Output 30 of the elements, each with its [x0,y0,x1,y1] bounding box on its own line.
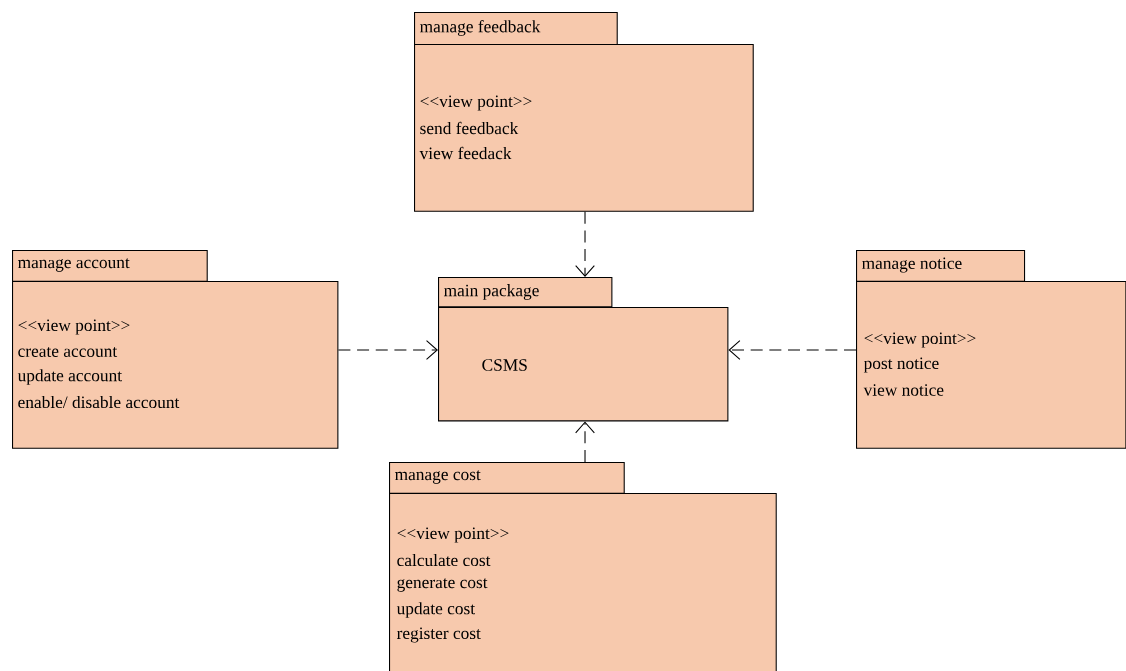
operation-text: update cost [396,602,475,618]
dependency-arrow [337,340,438,360]
operation-text: create account [18,347,118,357]
package-title: manage account [17,258,130,272]
operation-text: calculate cost [397,553,491,567]
stereotype-text: <<view point>> [18,319,130,335]
dependency-arrow [575,211,595,277]
stereotype-text: <<view point>> [864,332,976,348]
stereotype-text: <<view point>> [420,95,532,111]
package-box [438,277,729,422]
operation-text: register cost [396,627,481,643]
package-title: manage feedback [419,20,541,36]
package-name: CSMS [482,359,527,371]
package-title: manage cost [394,470,481,484]
operation-text: view feedack [419,146,512,160]
package-box [389,462,777,671]
package-box [12,250,339,449]
operation-text: post notice [863,357,939,373]
package-title: main package [443,284,539,300]
package-title: manage notice [861,257,962,273]
dependency-arrow [575,421,595,463]
operation-text: view notice [863,384,944,396]
dependency-arrow [728,340,857,360]
stereotype-text: <<view point>> [397,527,509,543]
package-box [856,250,1126,449]
operation-text: generate cost [397,578,488,592]
operation-text: update account [17,369,122,385]
operation-text: send feedback [420,121,519,135]
operation-text: enable/ disable account [18,395,180,409]
package-box [414,12,754,212]
